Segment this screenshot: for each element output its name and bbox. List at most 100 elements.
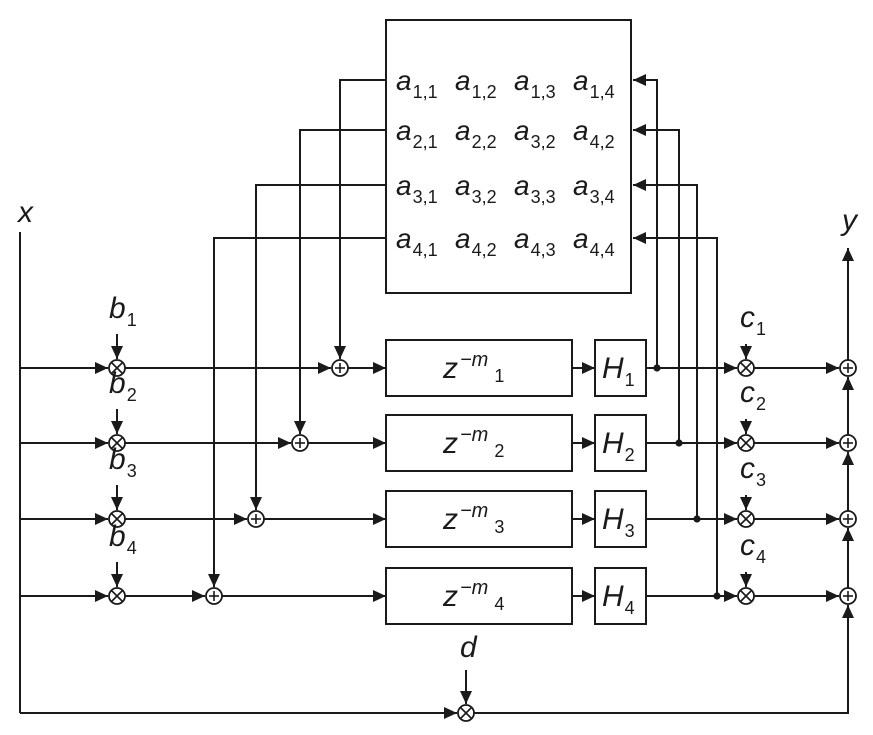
delay-to-filter-arrow-1 bbox=[582, 362, 595, 374]
output-chain-arrow-2 bbox=[842, 452, 854, 465]
pre-sum-arrow-4 bbox=[192, 590, 205, 602]
label-base: a bbox=[455, 170, 471, 201]
label-base: H bbox=[602, 427, 624, 460]
matrix-coefficient-1-1: a1,1 bbox=[396, 65, 438, 102]
label-subscript: 1,2 bbox=[472, 82, 497, 102]
pre-output-sum-arrow-3 bbox=[826, 513, 839, 525]
pre-delay-arrow-3 bbox=[373, 513, 386, 525]
label-subscript: 3 bbox=[127, 461, 137, 481]
label-base: b bbox=[109, 367, 126, 400]
input-gain-arrow-b2 bbox=[111, 421, 123, 434]
matrix-output-arrow-3 bbox=[250, 497, 262, 510]
label-base: a bbox=[455, 65, 471, 96]
filter-to-output-gain-arrow-3 bbox=[724, 513, 737, 525]
delay-line-box-1 bbox=[385, 339, 573, 397]
label-base: c bbox=[740, 301, 755, 334]
matrix-coefficient-4-2: a4,2 bbox=[455, 223, 497, 260]
feedback-matrix-box bbox=[385, 19, 632, 294]
output-gain-multiplier-c4 bbox=[737, 587, 755, 605]
matrix-input-arrow-1 bbox=[633, 74, 646, 86]
input-gain-label-b3: b3 bbox=[109, 443, 137, 481]
label-base: c bbox=[740, 376, 755, 409]
matrix-coefficient-3-2: a3,2 bbox=[455, 170, 497, 207]
input-gain-label-b4: b4 bbox=[109, 520, 137, 558]
pre-sum-arrow-1 bbox=[318, 362, 331, 374]
label-base: a bbox=[455, 115, 471, 146]
input-gain-multiplier-b3 bbox=[108, 510, 126, 528]
feedback-tap-wire-2 bbox=[633, 129, 680, 443]
feedback-tap-wire-4 bbox=[633, 237, 718, 596]
label-subscript: 2,1 bbox=[413, 132, 438, 152]
matrix-coefficient-2-2: a2,2 bbox=[455, 115, 497, 152]
delay-to-filter-arrow-4 bbox=[582, 590, 595, 602]
pre-delay-arrow-4 bbox=[373, 590, 386, 602]
matrix-coefficient-4-3: a4,3 bbox=[514, 223, 556, 260]
label-subscript: 2,2 bbox=[472, 132, 497, 152]
label-base: z bbox=[442, 580, 458, 613]
label-base: a bbox=[396, 65, 412, 96]
label-subscript: 3 bbox=[756, 470, 766, 490]
label-subscript: 1,3 bbox=[531, 82, 556, 102]
pre-delay-arrow-2 bbox=[373, 437, 386, 449]
input-gain-multiplier-b1 bbox=[108, 359, 126, 377]
label-superscript: −m bbox=[460, 349, 488, 371]
label-base: a bbox=[396, 223, 412, 254]
delay-line-label-3: z−m3 bbox=[442, 500, 504, 537]
feedback-adder-3 bbox=[247, 510, 265, 528]
label-subscript: 4,1 bbox=[413, 240, 438, 260]
output-gain-label-c1: c1 bbox=[740, 301, 766, 339]
matrix-coefficient-3-3: a3,3 bbox=[514, 170, 556, 207]
pre-output-sum-arrow-1 bbox=[826, 362, 839, 374]
matrix-coefficient-2-3: a3,2 bbox=[514, 115, 556, 152]
times-stroke bbox=[110, 436, 124, 450]
delay-line-label-2: z−m2 bbox=[442, 424, 504, 461]
label-subscript: 2 bbox=[127, 385, 137, 405]
times-stroke bbox=[739, 512, 753, 526]
matrix-output-arrow-1 bbox=[334, 346, 346, 359]
direct-gain-multiplier bbox=[457, 704, 475, 722]
matrix-output-wire-4 bbox=[213, 237, 386, 587]
filter-to-output-gain-arrow-4 bbox=[724, 590, 737, 602]
output-gain-label-c4: c4 bbox=[740, 529, 766, 567]
matrix-output-wire-1 bbox=[339, 79, 386, 359]
label-superscript: −m bbox=[460, 577, 488, 599]
matrix-coefficient-1-4: a1,4 bbox=[573, 65, 615, 102]
label-base: c bbox=[740, 452, 755, 485]
label-base: a bbox=[573, 115, 589, 146]
times-stroke bbox=[739, 589, 753, 603]
label-superscript: −m bbox=[460, 500, 488, 522]
direct-gain-label-d: d bbox=[460, 631, 478, 664]
output-gain-arrow-c3 bbox=[740, 497, 752, 510]
feedback-adder-1 bbox=[331, 359, 349, 377]
matrix-output-arrow-4 bbox=[208, 574, 220, 587]
delay-line-label-4: z−m4 bbox=[442, 577, 504, 614]
output-gain-arrow-c2 bbox=[740, 421, 752, 434]
input-gain-label-b2: b2 bbox=[109, 367, 137, 405]
label-subscript: 3,3 bbox=[531, 187, 556, 207]
input-gain-label-b1: b1 bbox=[109, 292, 137, 330]
delay-to-filter-arrow-3 bbox=[582, 513, 595, 525]
input-label-x: x bbox=[16, 196, 34, 229]
pre-delay-arrow-1 bbox=[373, 362, 386, 374]
label-subscript: 4,4 bbox=[590, 240, 615, 260]
filter-to-output-gain-arrow-2 bbox=[724, 437, 737, 449]
label-subscript: 1,4 bbox=[590, 82, 615, 102]
feedback-adder-4 bbox=[205, 587, 223, 605]
output-gain-label-c2: c2 bbox=[740, 376, 766, 414]
delay-line-box-2 bbox=[385, 414, 573, 472]
input-branch-arrow-2 bbox=[95, 437, 108, 449]
filter-box-h4 bbox=[594, 567, 647, 625]
pre-sum-arrow-2 bbox=[278, 437, 291, 449]
direct-gain-arrow bbox=[460, 691, 472, 704]
matrix-coefficient-4-4: a4,4 bbox=[573, 223, 615, 260]
label-base: H bbox=[602, 352, 624, 385]
pre-sum-arrow-3 bbox=[234, 513, 247, 525]
direct-path-wire-out bbox=[474, 605, 849, 714]
filter-label-h4: H4 bbox=[602, 580, 635, 618]
matrix-output-wire-3 bbox=[255, 184, 386, 510]
output-gain-multiplier-c1 bbox=[737, 359, 755, 377]
filter-label-h3: H3 bbox=[602, 503, 635, 541]
input-branch-arrow-4 bbox=[95, 590, 108, 602]
label-subscript: 1,1 bbox=[413, 82, 438, 102]
input-gain-multiplier-b4 bbox=[108, 587, 126, 605]
